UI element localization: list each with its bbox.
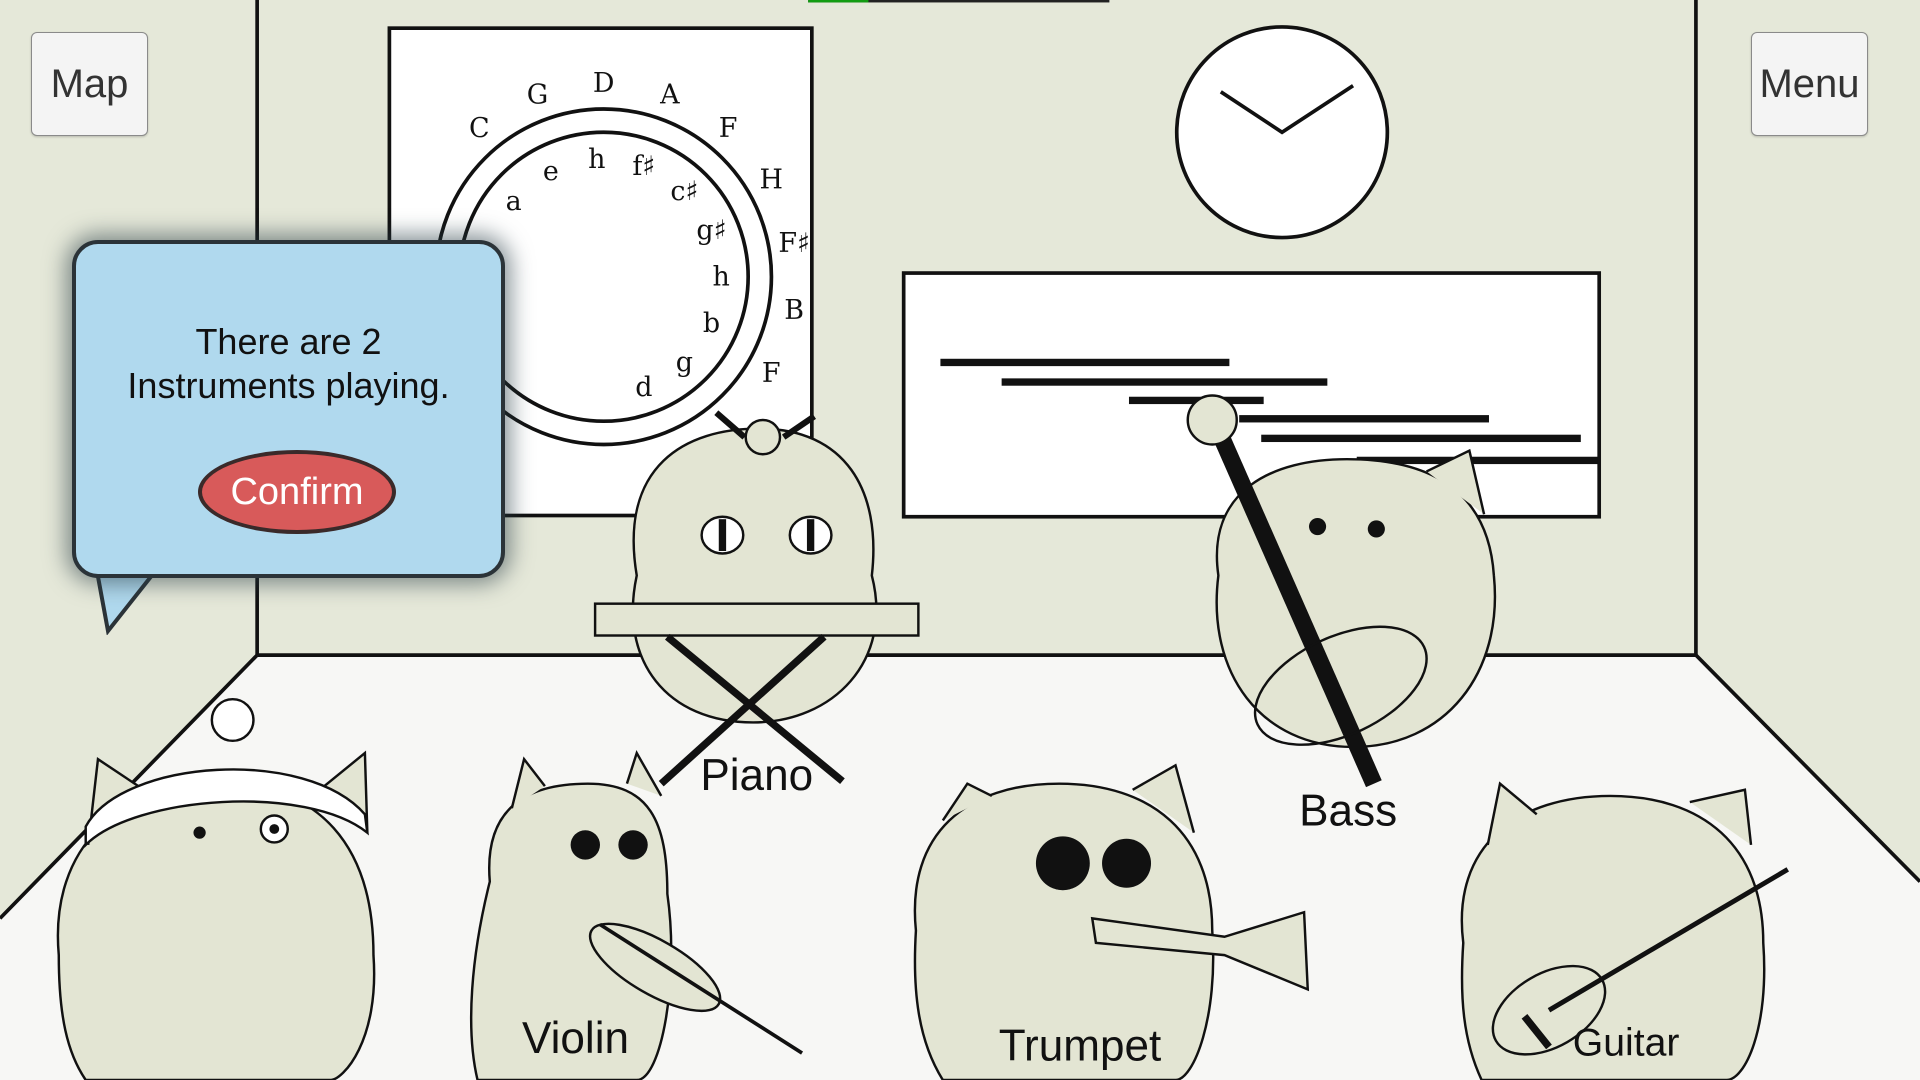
poster-note-label: e	[543, 156, 559, 187]
progress-fill	[808, 0, 869, 3]
poster-note-label: g	[676, 347, 693, 378]
poster-note-label: g♯	[696, 215, 726, 246]
instrument-label: Piano	[700, 751, 813, 800]
wall-clock	[1174, 25, 1390, 240]
top-progress-bar	[808, 0, 1110, 3]
poster-note-label: F	[762, 358, 781, 389]
poster-note-label: c♯	[670, 176, 698, 207]
map-button[interactable]: Map	[31, 32, 148, 136]
poster-note-label: F	[719, 113, 738, 144]
dialog-line-1: There are 2	[195, 321, 382, 362]
piano-character[interactable]: Piano	[593, 410, 920, 800]
poster-note-label: h	[713, 261, 730, 292]
whiteboard-score	[901, 271, 1602, 519]
instrument-label: Bass	[1299, 786, 1397, 835]
monocle-character[interactable]	[56, 697, 376, 1080]
poster-note-label: f♯	[632, 151, 655, 182]
poster-note-label: b	[703, 308, 720, 339]
instrument-label: Trumpet	[999, 1021, 1161, 1070]
guitar-character[interactable]: Guitar	[1460, 781, 1789, 1080]
poster-note-label: G	[527, 79, 549, 110]
poster-note-label: A	[659, 79, 680, 110]
trumpet-character[interactable]: Trumpet	[913, 763, 1310, 1080]
poster-note-label: H	[759, 165, 782, 196]
poster-note-label: a	[506, 186, 522, 217]
violin-character[interactable]: Violin	[469, 750, 804, 1080]
poster-note-label: B	[784, 295, 804, 326]
poster-note-label: d	[635, 372, 652, 403]
dialog-line-2: Instruments playing.	[127, 365, 450, 406]
instrument-label: Guitar	[1573, 1022, 1680, 1065]
instrument-count-dialog: There are 2 Instruments playing. Confirm	[72, 240, 505, 578]
dialog-message: There are 2 Instruments playing.	[76, 320, 501, 408]
poster-note-label: D	[593, 68, 615, 99]
instrument-label: Violin	[522, 1014, 629, 1063]
bass-character[interactable]: Bass	[1186, 394, 1497, 836]
poster-note-label: C	[469, 113, 490, 144]
poster-note-label: h	[588, 144, 605, 175]
menu-button[interactable]: Menu	[1751, 32, 1868, 136]
confirm-button[interactable]: Confirm	[198, 450, 396, 534]
poster-note-label: F♯	[778, 228, 810, 259]
